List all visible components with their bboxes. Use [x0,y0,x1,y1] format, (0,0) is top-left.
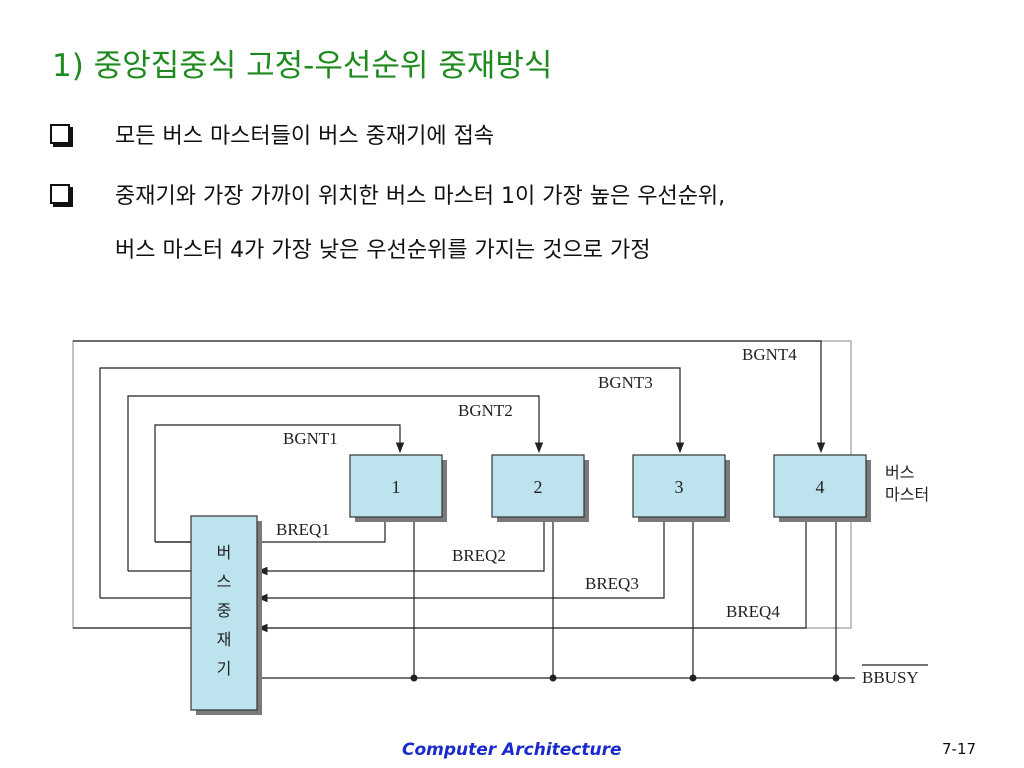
junction-dot [410,674,418,682]
arbiter-label-char: 기 [217,659,232,678]
page-number: 7-17 [942,740,977,758]
masters-label-line2: 마스터 [885,485,929,504]
breq3-line [256,517,665,603]
breq2-line [256,517,545,576]
bgnt3-line [99,367,685,598]
bus-arbiter-box [190,515,258,711]
master-3-label: 3 [675,477,684,497]
footer-course-title: Computer Architecture [402,740,622,760]
breq4-line [256,517,807,633]
bullet-text-2-line1: 중재기와 가장 가까이 위치한 버스 마스터 1이 가장 높은 우선순위, [115,184,726,209]
arbiter-label-char: 스 [217,572,232,591]
bus-master-3-box [632,454,726,518]
junction-dot [549,674,557,682]
bullet-text-2-line2: 버스 마스터 4가 가장 낮은 우선순위를 가지는 것으로 가정 [115,238,651,263]
breq3-label: BREQ3 [585,574,639,593]
junction-dot [832,674,840,682]
breq1-wire [155,517,386,543]
bgnt1-label: BGNT1 [283,429,338,448]
arbiter-label-char: 중 [217,601,232,620]
bus-master-1-box [349,454,443,518]
bullet-checkbox-1 [50,124,70,144]
master-2-label: 2 [534,477,543,497]
bgnt2-line [127,395,544,571]
arbiter-label-char: 버 [217,543,232,562]
bullet-text-1: 모든 버스 마스터들이 버스 중재기에 접속 [115,124,495,149]
diagram-frame [72,340,852,629]
bgnt4-line [73,340,826,454]
bgnt1-line [154,424,405,542]
slide-title: 1) 중앙집중식 고정-우선순위 중재방식 [52,48,553,84]
bgnt2-label: BGNT2 [458,401,513,420]
bus-master-2-box [491,454,585,518]
master-4-label: 4 [816,477,825,497]
bgnt4-label: BGNT4 [742,345,797,364]
breq4-label: BREQ4 [726,602,780,621]
bullet-checkbox-2 [50,184,70,204]
arbiter-label-char: 재 [217,630,232,649]
junction-dot [689,674,697,682]
master-1-label: 1 [392,477,401,497]
masters-label-line1: 버스 [885,463,914,482]
breq2-label: BREQ2 [452,546,506,565]
bbusy-label: BBUSY [862,668,919,687]
bus-master-4-box [773,454,867,518]
breq1-label: BREQ1 [276,520,330,539]
bgnt3-label: BGNT3 [598,373,653,392]
